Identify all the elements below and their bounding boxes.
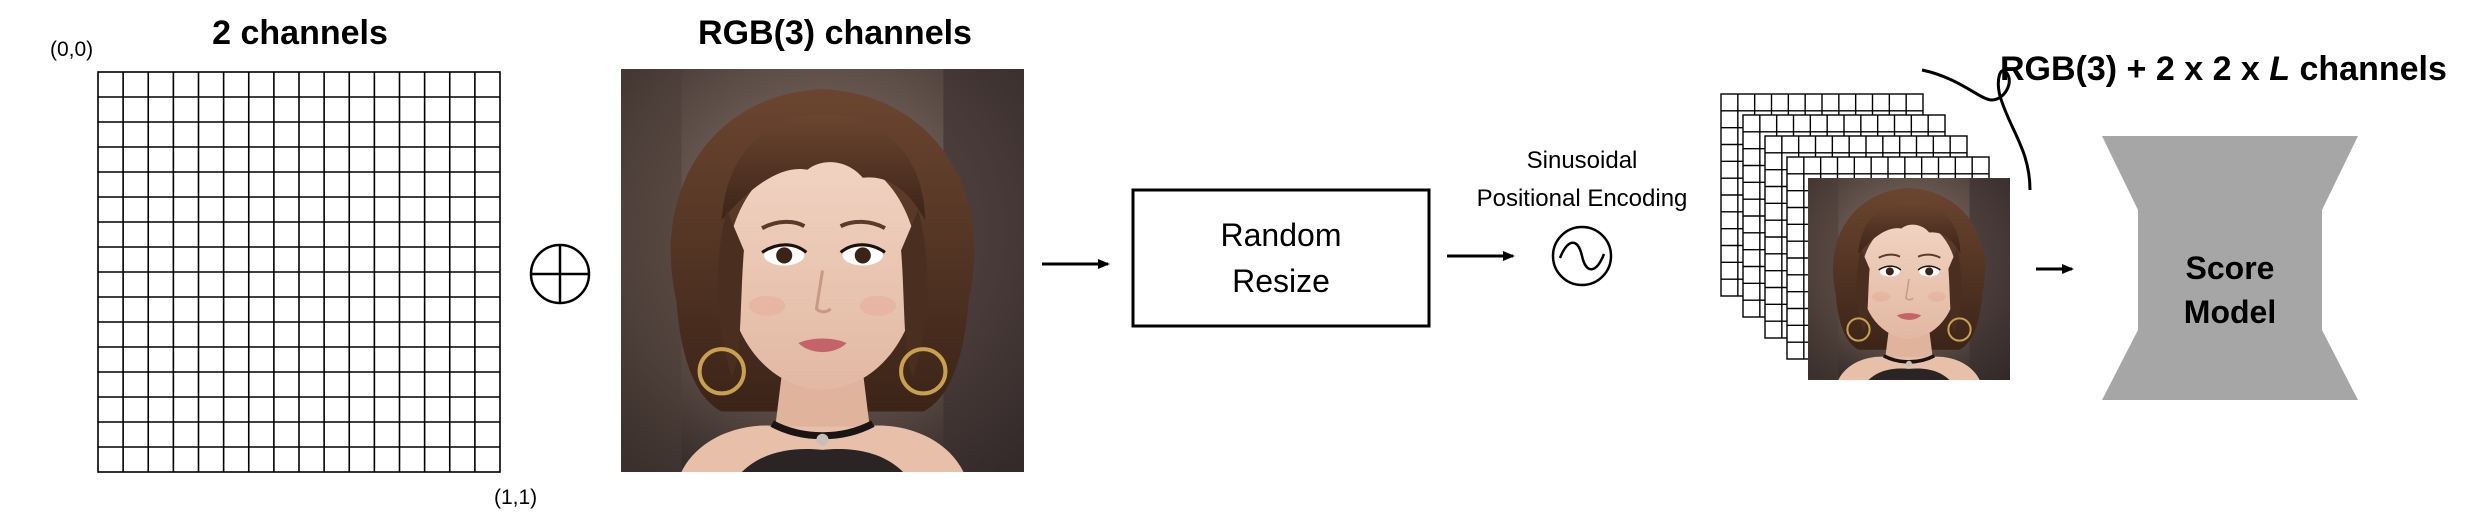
output-title-suffix: channels: [2290, 50, 2447, 88]
output-title-variable: L: [2269, 50, 2291, 88]
random-resize-box: [1131, 188, 1431, 328]
random-resize-label: Random Resize: [1133, 190, 1429, 326]
positional-encoding-line2: Positional Encoding: [1476, 185, 1688, 212]
stack-front-portrait-image: [1808, 178, 2010, 380]
random-resize-line2: Resize: [1232, 263, 1330, 299]
score-model-line2: Model: [2183, 294, 2277, 330]
output-channels-title: RGB(3) + 2 x 2 x L channels: [2000, 50, 2447, 89]
curly-brace: [1921, 68, 2032, 191]
score-model-shape: [2102, 136, 2358, 400]
image-title: RGB(3) channels: [698, 14, 972, 52]
positional-encoding-line1: Sinusoidal: [1526, 147, 1638, 174]
rgb-portrait-image: [621, 69, 1024, 472]
output-title-prefix: RGB(3) + 2 x 2 x: [2000, 50, 2270, 88]
score-model-line1: Score: [2185, 250, 2275, 286]
positional-encoding-label: Sinusoidal Positional Encoding: [1477, 142, 1688, 218]
grid-lines: [97, 71, 501, 473]
random-resize-line1: Random: [1220, 217, 1342, 253]
coordinate-grid: [97, 71, 501, 473]
grid-title: 2 channels: [212, 14, 388, 52]
circle-plus-icon: [529, 243, 591, 305]
origin-coordinate-label: (0,0): [50, 38, 94, 61]
sine-wave-icon: [1551, 225, 1613, 287]
end-coordinate-label: (1,1): [494, 486, 538, 509]
score-model-label: Score Model: [2102, 200, 2358, 380]
